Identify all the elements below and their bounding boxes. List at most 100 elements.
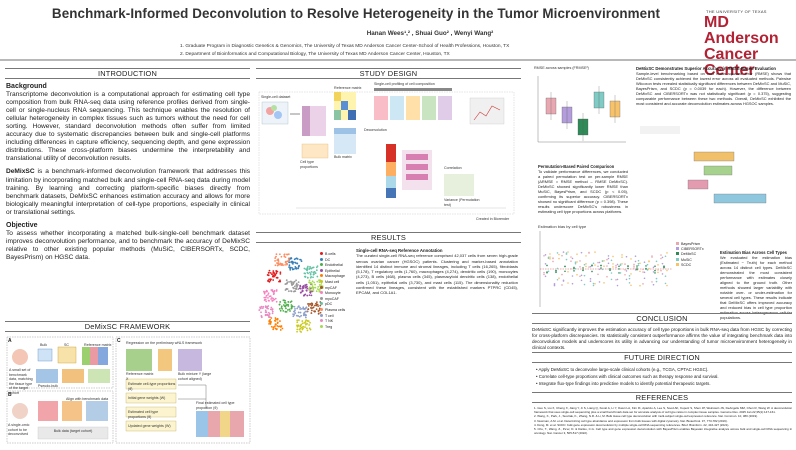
umap-cell-point <box>292 315 295 318</box>
bias-point <box>570 256 572 258</box>
bias-point <box>637 259 640 262</box>
umap-cell-point <box>265 290 267 293</box>
umap-cell-point <box>293 305 296 308</box>
bias-point <box>630 284 632 287</box>
umap-cell-point <box>296 307 299 310</box>
umap-cell-point <box>297 305 300 308</box>
umap-cell-point <box>288 308 291 311</box>
bias-point <box>612 263 614 265</box>
demixsc-heading: DeMixSC <box>6 168 35 176</box>
bias-point <box>580 274 583 277</box>
bias-point <box>624 263 626 265</box>
framework-bulk: Bulk <box>40 343 47 347</box>
bias-point <box>616 284 619 287</box>
umap-cell-point <box>263 298 266 301</box>
umap-cell-point <box>289 310 291 312</box>
umap-cell-point <box>279 320 281 322</box>
umap-cell-point <box>274 257 277 259</box>
umap-cell-point <box>267 311 270 314</box>
bias-point <box>574 262 577 265</box>
bias-point <box>573 266 575 269</box>
logo-line1: THE UNIVERSITY OF TEXAS <box>706 9 767 14</box>
bias-point <box>558 257 560 260</box>
umap-cell-point <box>296 328 299 331</box>
umap-cell-point <box>263 291 266 294</box>
bias-point <box>652 271 655 273</box>
logo-line3: Cancer Center <box>704 46 759 79</box>
umap-cell-point <box>309 328 312 331</box>
umap-cell-point <box>284 289 287 291</box>
umap-cell-point <box>299 306 301 309</box>
umap-cell-point <box>301 289 304 292</box>
umap-legend-item: B cells <box>320 252 350 258</box>
bias-point <box>583 263 586 266</box>
bias-point <box>633 267 635 269</box>
study-correlation: Correlation <box>444 166 462 170</box>
umap-cell-point <box>282 309 285 312</box>
umap-cell-point <box>274 317 277 319</box>
reference-3: 3. Newman, A.M. et al. Determining cell … <box>534 418 728 423</box>
bias-point <box>625 270 628 272</box>
section-study-design: STUDY DESIGN <box>256 68 521 79</box>
framework-c-label-7: Final estimated cell type proportion (θ) <box>196 401 235 410</box>
umap-cell-point <box>309 292 312 294</box>
umap-cell-point <box>306 271 309 274</box>
umap-cell-point <box>273 289 276 292</box>
umap-cell-point <box>312 273 315 276</box>
umap-cell-point <box>304 276 307 278</box>
umap-cell-point <box>299 308 302 311</box>
perm-bar <box>687 179 709 190</box>
bias-point <box>549 256 551 258</box>
bias-point <box>637 264 640 267</box>
umap-cell-point <box>306 294 309 297</box>
bias-point <box>591 264 593 266</box>
umap-cell-point <box>276 262 279 265</box>
umap-cell-point <box>263 292 266 295</box>
bias-point <box>579 260 581 262</box>
umap-cell-point <box>301 286 304 288</box>
perm-figure <box>636 126 791 220</box>
bias-point <box>555 271 557 274</box>
bias-point <box>657 264 659 266</box>
umap-cell-point <box>279 263 281 266</box>
umap-cell-point <box>285 279 288 282</box>
bias-legend-swatch <box>676 262 679 266</box>
umap-cell-point <box>275 300 278 303</box>
bias-legend-swatch <box>676 242 679 245</box>
umap-cell-point <box>304 322 307 324</box>
umap-cell-point <box>260 311 262 314</box>
references-list: 1. Guo S, Liu X, Cheng X, Jiang Y, Ji S,… <box>534 406 792 435</box>
bias-legend-label: BayesPrism <box>681 242 701 246</box>
umap-cell-point <box>291 267 294 269</box>
bias-point <box>594 264 596 266</box>
bias-point <box>661 262 664 265</box>
umap-cell-point <box>269 318 272 321</box>
bias-point <box>571 282 574 285</box>
bias-legend-label: CIBERSORTx <box>681 247 704 252</box>
umap-cell-point <box>290 307 293 310</box>
umap-cell-point <box>284 256 287 259</box>
umap-cell-point <box>307 303 309 305</box>
bias-point <box>645 265 647 267</box>
umap-cell-point <box>302 294 305 297</box>
legend-label: myCAF <box>325 285 337 290</box>
bias-point <box>609 269 611 272</box>
umap-cell-point <box>304 286 307 289</box>
framework-c-label-5: Estimated cell type proportions (θ) <box>128 410 159 419</box>
umap-cell-point <box>292 268 295 271</box>
umap-cell-point <box>276 276 279 279</box>
umap-cell-point <box>306 266 309 269</box>
umap-cell-point <box>294 265 297 268</box>
bias-point <box>552 257 554 260</box>
bias-point <box>576 273 578 276</box>
bias-point <box>543 273 545 276</box>
umap-cell-point <box>274 273 277 276</box>
legend-label: T NK <box>325 319 334 324</box>
bias-point <box>592 284 595 287</box>
bias-point <box>565 252 568 254</box>
section-references: REFERENCES <box>532 392 792 403</box>
perm-title: Permutation-Based Paired Comparison <box>538 164 615 169</box>
umap-cell-point <box>271 273 273 276</box>
umap-cell-point <box>294 309 296 312</box>
